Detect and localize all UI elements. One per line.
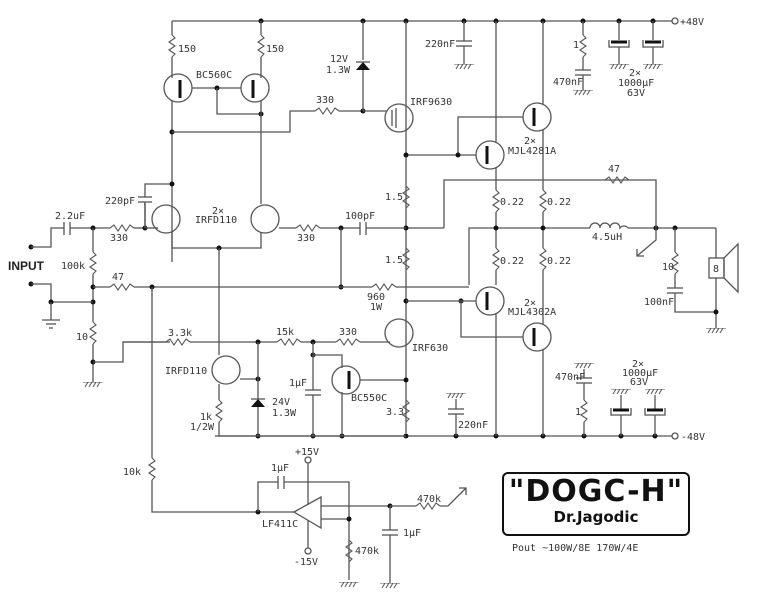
label-r100k: 100k xyxy=(61,261,85,272)
label-bc560c: BC560C xyxy=(196,70,232,81)
label-zener12-w: 1.3W xyxy=(326,65,351,76)
label-mjl4281-qty: 2× xyxy=(524,136,536,147)
label-r3k3: 3.3k xyxy=(168,328,192,339)
label-c220n-top: 220nF xyxy=(425,39,455,50)
label-lf411c: LF411C xyxy=(262,519,298,530)
label-c220n-bot: 220nF xyxy=(458,420,488,431)
label-inductor: 4.5uH xyxy=(592,232,622,243)
label-r960-w: 1W xyxy=(370,302,383,313)
caps-1000u-top xyxy=(608,21,664,70)
label-r47-fb: 47 xyxy=(608,164,620,175)
label-zener24-v: 24V xyxy=(272,397,290,408)
label-r470k-b: 470k xyxy=(417,494,441,505)
label-r330-mid: 330 xyxy=(297,233,315,244)
cap-220n-top xyxy=(454,21,474,70)
power-output-spec: Pout ~100W/8E 170W/4E xyxy=(512,543,639,554)
label-irf9630: IRF9630 xyxy=(410,97,452,108)
label-r022-3: 0.22 xyxy=(500,256,524,267)
source-resistors xyxy=(402,185,410,271)
label-op-neg: -15V xyxy=(294,557,318,568)
title-box: "DOGC-H" Dr.Jagodic xyxy=(502,472,690,536)
label-r10k: 10k xyxy=(123,467,141,478)
label-irfd110-qty: 2× xyxy=(212,206,224,217)
label-c220p: 220pF xyxy=(105,196,135,207)
label-caps-bot-qty: 2× xyxy=(632,359,644,370)
label-r960: 960 xyxy=(367,292,385,303)
label-c470n-bot: 470nF xyxy=(555,372,585,383)
label-r470k-a: 470k xyxy=(355,546,379,557)
label-irfd110-pair: IRFD110 xyxy=(195,215,237,226)
output-stage xyxy=(403,176,716,285)
label-c1u-op: 1µF xyxy=(271,463,289,474)
label-caps-top-v: 63V xyxy=(627,88,645,99)
label-r10-zobel: 10 xyxy=(662,262,674,273)
label-r330-low: 330 xyxy=(339,327,357,338)
positive-rail xyxy=(172,17,679,25)
label-c100n-zobel: 100nF xyxy=(644,297,674,308)
zener-12v xyxy=(356,21,370,111)
mjl4302a-pair xyxy=(403,286,552,436)
label-r330-in: 330 xyxy=(110,233,128,244)
label-mjl4302-qty: 2× xyxy=(524,298,536,309)
label-zener24-w: 1.3W xyxy=(272,408,297,419)
label-speaker: 8 xyxy=(713,264,719,275)
label-r15k: 15k xyxy=(276,327,294,338)
label-caps-bot-val: 1000µF xyxy=(622,368,658,379)
bc560c-mirror xyxy=(163,21,366,262)
label-op-pos: +15V xyxy=(295,447,319,458)
label-r1k: 1k xyxy=(200,412,212,423)
label-bc550c: BC550C xyxy=(351,393,387,404)
label-pos-rail: +48V xyxy=(680,17,704,28)
label-r47-in: 47 xyxy=(112,272,124,283)
label-c470n-top: 470nF xyxy=(553,77,583,88)
schematic-title: "DOGC-H" xyxy=(508,474,684,509)
label-r1-5b: 1.5 xyxy=(385,255,403,266)
label-irfd110-single: IRFD110 xyxy=(165,366,207,377)
label-r150a: 150 xyxy=(178,44,196,55)
label-irf630: IRF630 xyxy=(412,343,448,354)
label-r330-top: 330 xyxy=(316,95,334,106)
schematic-author: Dr.Jagodic xyxy=(553,508,639,526)
label-mjl4281: MJL4281A xyxy=(508,146,556,157)
label-c1u-out: 1µF xyxy=(403,528,421,539)
label-r3-3: 3.3 xyxy=(386,407,404,418)
label-r150b: 150 xyxy=(266,44,284,55)
label-c100p: 100pF xyxy=(345,211,375,222)
label-c1u-vbe: 1µF xyxy=(289,378,307,389)
label-zener12-v: 12V xyxy=(330,54,348,65)
label-r1-5a: 1.5 xyxy=(385,192,403,203)
label-r10-in: 10 xyxy=(76,332,88,343)
input-stage xyxy=(28,181,469,458)
label-r022-4: 0.22 xyxy=(547,256,571,267)
label-r1-bot: 1 xyxy=(575,407,581,418)
junction-dots xyxy=(255,18,658,439)
bottom-decoupling xyxy=(446,363,666,436)
label-r1k-w: 1/2W xyxy=(190,422,215,433)
input-label: INPUT xyxy=(8,259,45,273)
dc-servo xyxy=(148,456,467,589)
label-caps-bot-v: 63V xyxy=(630,377,648,388)
label-mjl4302: MJL4302A xyxy=(508,307,556,318)
label-c2u2: 2.2uF xyxy=(55,211,85,222)
label-caps-top-qty: 2× xyxy=(629,68,641,79)
label-r022-2: 0.22 xyxy=(547,197,571,208)
label-caps-top-val: 1000µF xyxy=(618,78,654,89)
snubber-top xyxy=(573,21,593,96)
zobel-speaker xyxy=(667,228,739,334)
label-neg-rail: -48V xyxy=(681,432,705,443)
label-r1-top: 1 xyxy=(573,40,579,51)
vas-bias xyxy=(123,318,414,437)
label-r022-1: 0.22 xyxy=(500,197,524,208)
